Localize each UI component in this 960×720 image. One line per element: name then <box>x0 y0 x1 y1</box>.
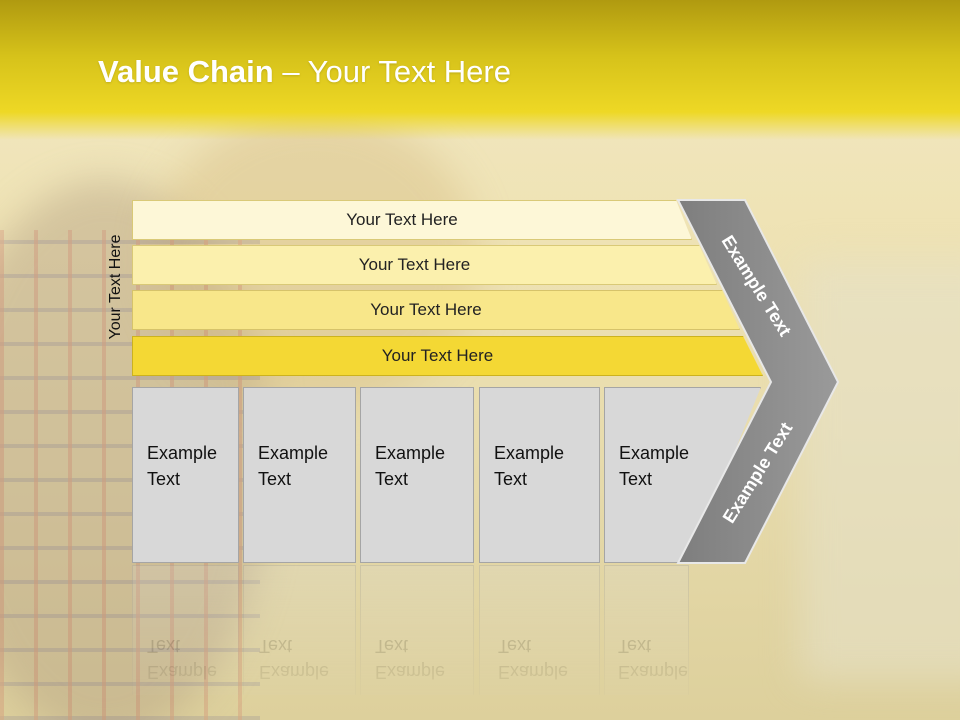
slide-title-rest: – Your Text Here <box>273 54 511 89</box>
reflection-cell <box>132 565 239 695</box>
reflection-cell <box>360 565 474 695</box>
band-4[interactable]: Your Text Here <box>132 336 763 376</box>
band-3[interactable]: Your Text Here <box>132 290 740 330</box>
band-1[interactable]: Your Text Here <box>132 200 692 240</box>
band-2[interactable]: Your Text Here <box>132 245 717 285</box>
cell-line: Text <box>147 469 181 489</box>
slide-title-bold: Value Chain <box>98 54 274 89</box>
cell-line: Example <box>494 443 565 463</box>
band-label: Your Text Here <box>370 300 482 319</box>
slide-title[interactable]: Value Chain – Your Text Here <box>98 54 511 90</box>
cell-line: Text <box>258 469 292 489</box>
arrow-shape <box>676 199 840 564</box>
activity-cell-2[interactable]: Example Text <box>243 387 356 563</box>
cell-line: Text <box>494 469 528 489</box>
reflection-cell <box>243 565 356 695</box>
cell-line: Text <box>619 469 653 489</box>
band-label: Your Text Here <box>346 210 458 229</box>
title-band <box>0 0 960 140</box>
reflection-cell <box>479 565 600 695</box>
cell-line: Example <box>147 443 218 463</box>
activity-cell-1[interactable]: Example Text <box>132 387 239 563</box>
cell-line: Example <box>258 443 329 463</box>
activity-cell-3[interactable]: Example Text <box>360 387 474 563</box>
band-label: Your Text Here <box>358 255 471 274</box>
band-label: Your Text Here <box>381 346 494 365</box>
background-photo-shape <box>800 260 960 680</box>
activity-cell-4[interactable]: Example Text <box>479 387 600 563</box>
reflection-cell <box>604 565 689 695</box>
cell-line: Example <box>619 443 690 463</box>
cell-line: Text <box>375 469 409 489</box>
cell-line: Example <box>375 443 446 463</box>
